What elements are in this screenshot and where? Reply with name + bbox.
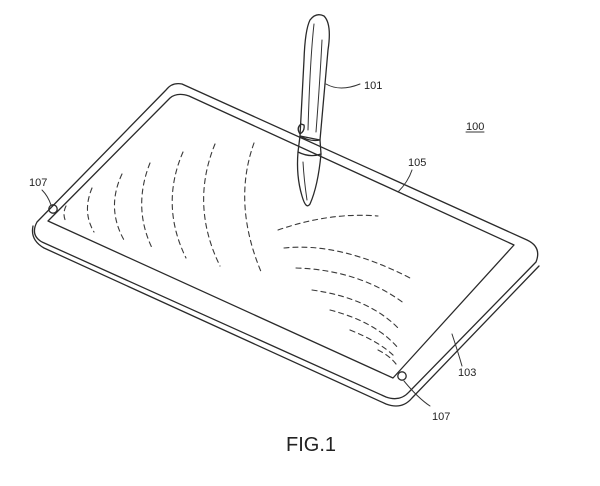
leader-stylus [325,83,361,89]
stylus-body [299,14,330,141]
wave-pattern-right [277,214,411,365]
stylus-button [297,123,305,135]
label-device: 100 [466,121,484,133]
label-stylus: 101 [364,80,382,92]
screen-outline [47,93,515,379]
stylus-tip [296,151,322,207]
tablet-device [31,82,540,407]
stylus [296,14,330,207]
sensor-left [48,204,58,214]
wave-pattern-left [63,142,263,275]
label-sensor-right: 107 [432,411,450,423]
label-bezel: 103 [458,367,476,379]
leader-bezel [451,333,463,367]
tablet-lower-edge [31,225,540,407]
label-screen: 105 [408,157,426,169]
leader-screen [397,169,413,193]
tablet-outer-outline [33,82,539,400]
figure-caption: FIG.1 [286,434,336,456]
leader-sensor-left [41,189,52,206]
sensor-right [397,371,407,381]
leader-sensor-right [403,380,431,407]
label-sensor-left: 107 [29,177,47,189]
